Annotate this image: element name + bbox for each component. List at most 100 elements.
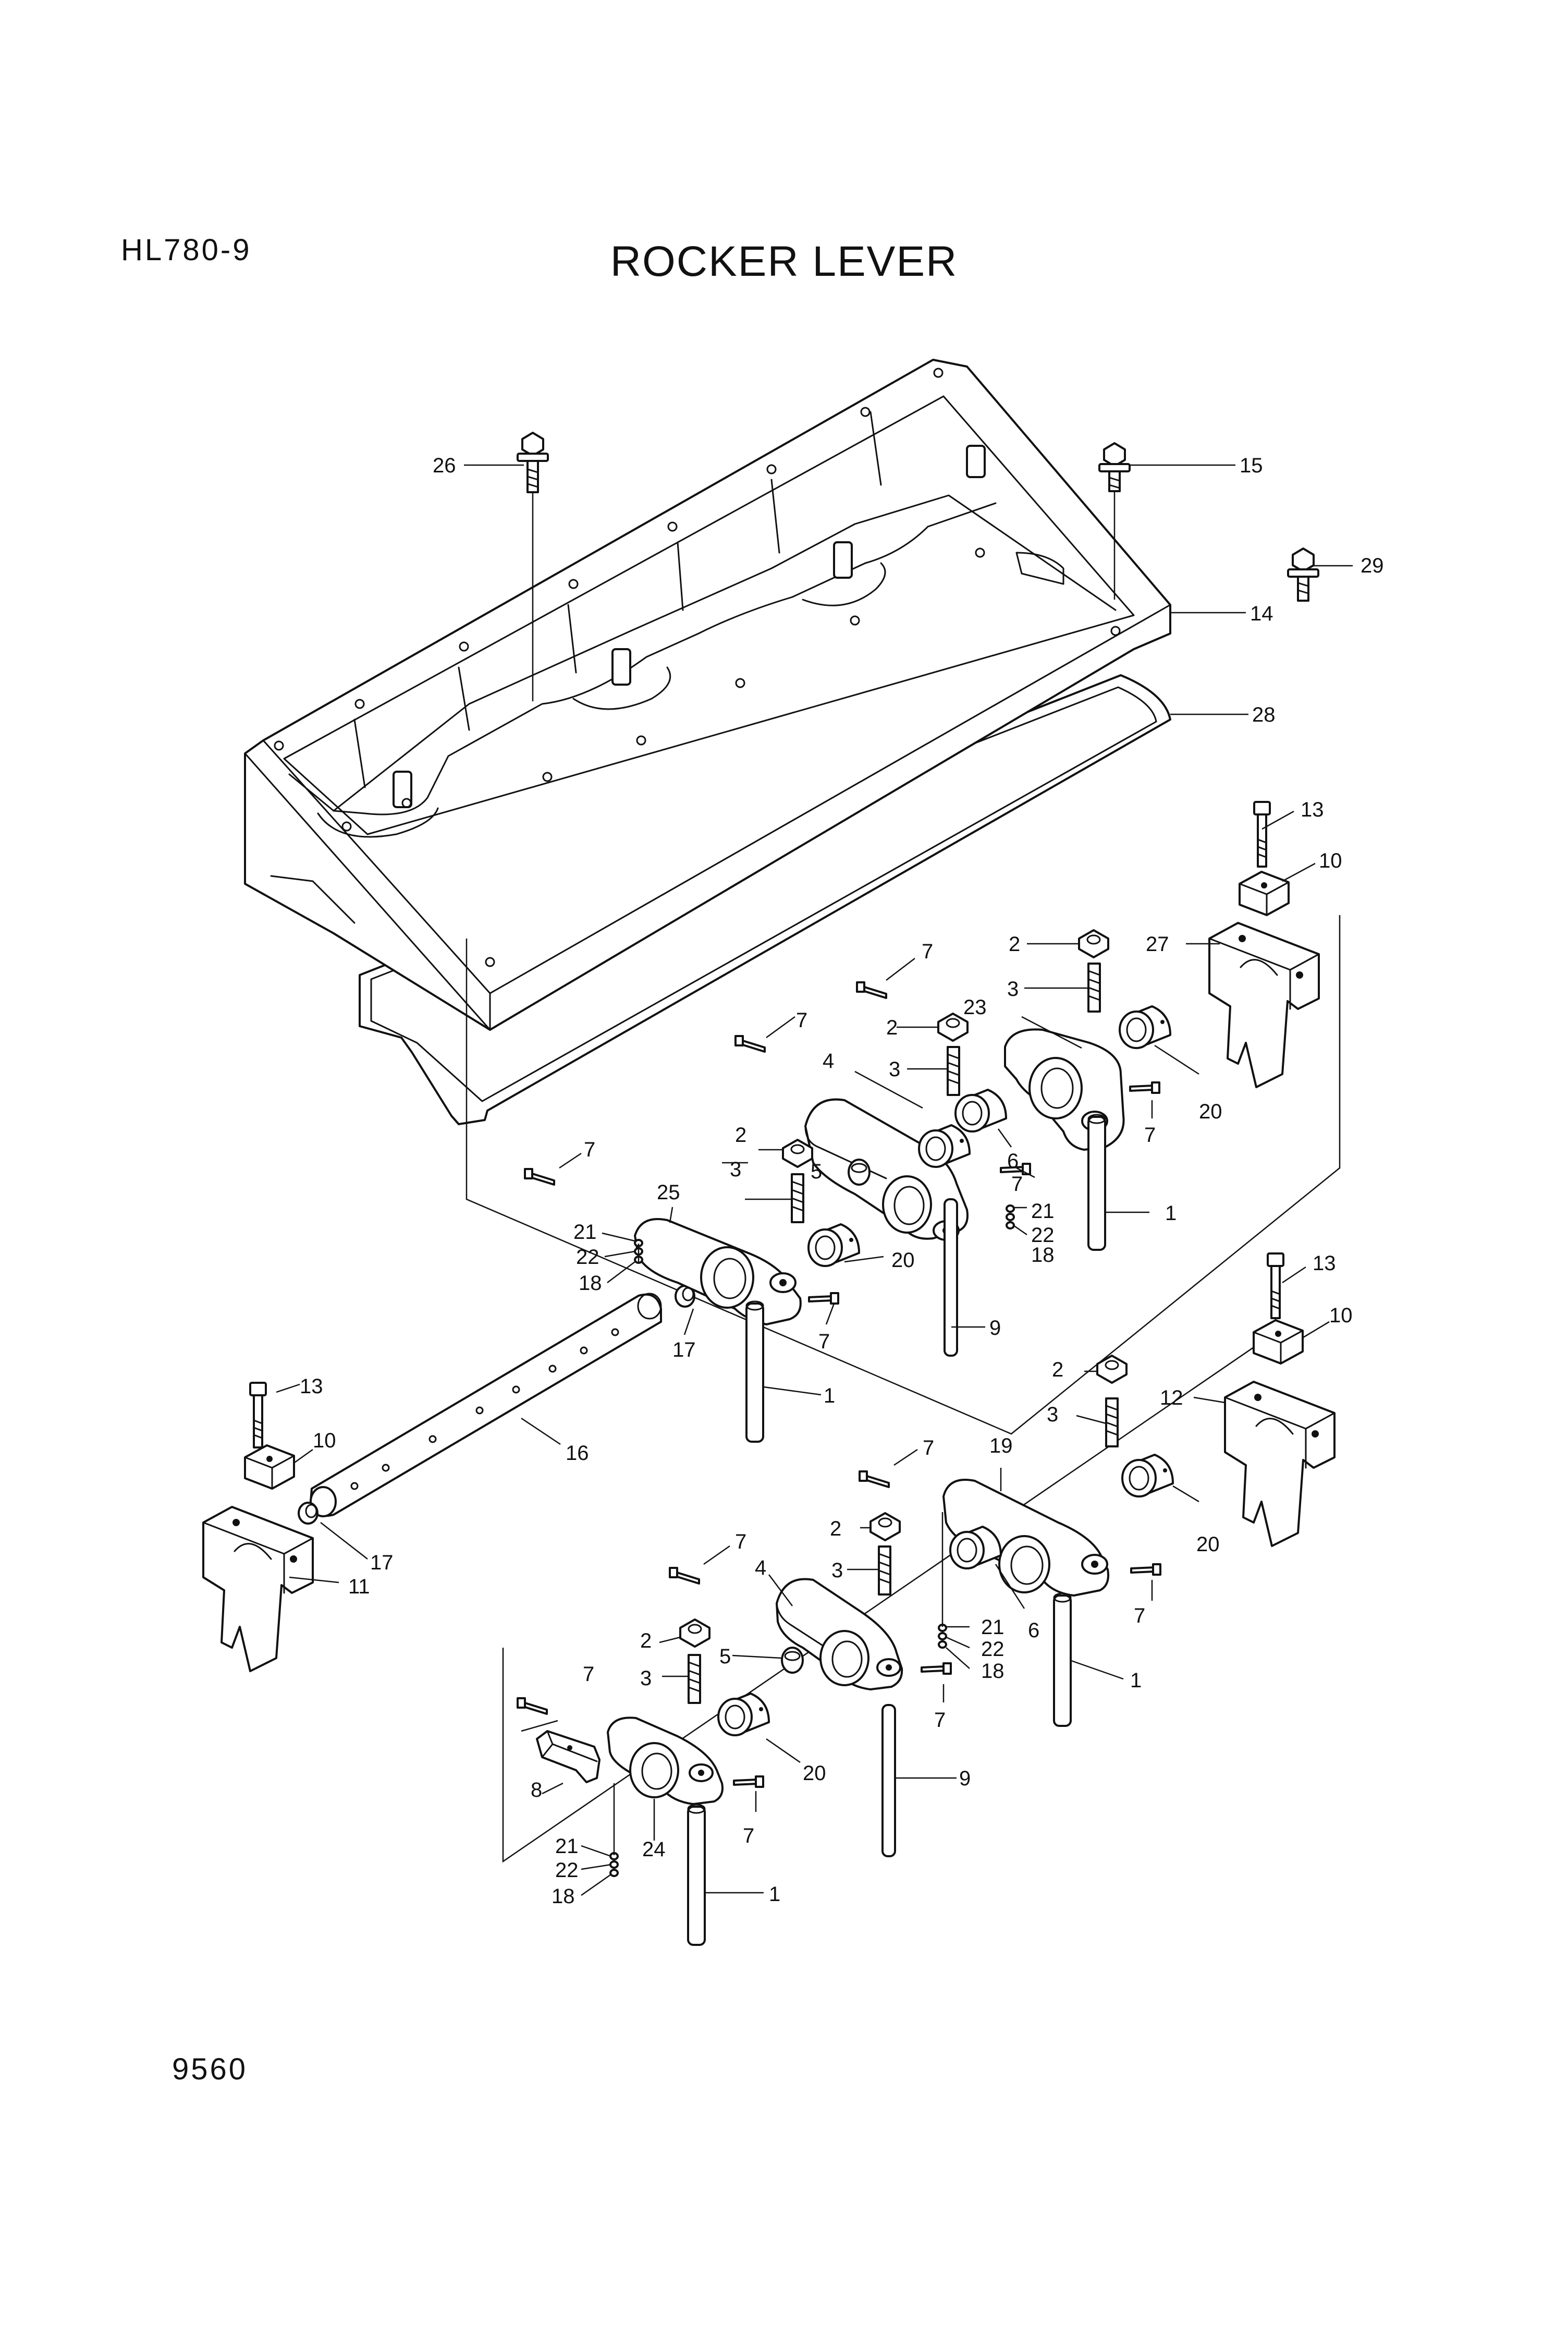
callout-3-f: 3 [640,1667,652,1690]
locknut-part-2-a [1078,929,1109,958]
leader-lines [276,464,1353,1896]
callout-15: 15 [1240,454,1263,477]
page-number: 9560 [172,2052,248,2086]
callout-18-a: 18 [1031,1244,1055,1267]
callout-3-b: 3 [889,1058,900,1081]
callout-3-d: 3 [1047,1403,1058,1426]
adjusting-screw-part-3-c [791,1173,804,1223]
bushing-part-20-d [1121,1454,1174,1497]
callout-7-g: 7 [923,1436,934,1459]
callout-21-d: 21 [555,1835,579,1858]
callout-2-b: 2 [886,1016,898,1039]
adjusting-screw-part-3-f [688,1654,701,1704]
locknut-part-2-f [679,1618,710,1648]
callout-22-d: 22 [555,1859,579,1882]
bolt-part-13-right [1267,1252,1284,1319]
callout-3-a: 3 [1007,978,1019,1001]
callout-7-b: 7 [796,1009,807,1032]
callout-5-upper: 5 [811,1160,822,1183]
cap-screw-part-15 [1098,442,1131,600]
callout-8: 8 [531,1779,542,1801]
callout-7-c: 7 [1144,1124,1156,1147]
model-number: HL780-9 [121,233,252,267]
locknut-part-2-b [937,1013,969,1042]
bushing-part-20-c [807,1223,860,1267]
rocker-shaft-part-16 [310,1293,662,1517]
adjusting-screw-part-3-e [878,1545,891,1596]
cap-screw-part-29 [1287,547,1319,602]
rocker-pedestal-part-12 [1224,1381,1336,1547]
rocker-pedestal-part-27 [1208,922,1320,1088]
callout-3-c: 3 [730,1158,741,1181]
push-tube-part-1-b [745,1300,764,1443]
locknut-part-2-c [782,1139,813,1168]
callout-2-a: 2 [1009,933,1020,956]
callout-4-lower: 4 [755,1556,766,1579]
callout-29: 29 [1361,554,1384,577]
callout-17-b: 17 [370,1551,394,1574]
callout-22-c: 22 [981,1638,1005,1661]
locknut-part-2-e [869,1512,901,1541]
callout-labels: 26 15 29 14 28 13 10 27 2 3 7 2 23 3 7 4… [300,454,1384,1908]
callout-7-f: 7 [818,1330,830,1353]
callout-20-a: 20 [1199,1100,1222,1123]
callout-22-b: 22 [576,1246,599,1269]
callout-9-upper: 9 [989,1317,1001,1340]
callout-7-j: 7 [934,1709,946,1732]
callout-2-e: 2 [830,1517,841,1540]
callout-7-h: 7 [1134,1604,1145,1627]
callout-18-b: 18 [579,1272,602,1295]
rocker-lever-part-24 [607,1716,724,1805]
socket-part-5-upper [848,1159,871,1186]
rocker-lever-part-25 [634,1218,802,1325]
callout-7-d: 7 [1011,1173,1023,1196]
callout-5-lower: 5 [719,1645,731,1668]
locknut-part-2-d [1096,1355,1128,1384]
callout-4-upper: 4 [823,1050,834,1073]
push-tube-part-1-a [1087,1114,1106,1251]
screw-part-7-set [517,981,1161,1788]
rocker-lever-part-4-lower [776,1578,903,1690]
callout-13-upper: 13 [1301,798,1324,821]
housing-bolt-holes [274,368,1121,967]
callout-10-right: 10 [1329,1304,1353,1327]
cap-screw-part-26 [517,432,549,701]
callout-22-a: 22 [1031,1224,1055,1247]
callout-1-b: 1 [824,1384,835,1407]
callout-1-c: 1 [1130,1669,1142,1692]
plug-part-17-end [298,1502,318,1525]
callout-12: 12 [1160,1386,1183,1409]
gasket-part-28 [359,674,1171,1125]
bolt-part-13-left [249,1382,267,1448]
callout-20-b: 20 [891,1249,915,1272]
callout-11: 11 [348,1575,370,1598]
rocker-housing-part-14 [244,359,1171,1031]
clamp-part-10-left [244,1444,295,1490]
callout-25: 25 [657,1181,680,1204]
callout-21-b: 21 [573,1221,597,1244]
bushing-part-6-lower [949,1526,1002,1569]
callout-2-c: 2 [735,1124,746,1147]
callout-21-c: 21 [981,1616,1005,1639]
adjusting-screw-part-3-d [1105,1397,1119,1447]
callout-2-d: 2 [1052,1358,1063,1381]
adjusting-screw-part-3-a [1087,963,1101,1013]
callout-7-k: 7 [583,1663,594,1686]
bolt-part-13-upper [1253,801,1271,868]
callout-13-left: 13 [300,1375,323,1398]
callout-19: 19 [989,1434,1013,1457]
upper-assembly-frame [466,915,1341,1435]
oring-stack-parts-21-22-18 [609,1204,1015,1877]
callout-7-e: 7 [584,1138,595,1161]
callout-13-right: 13 [1313,1252,1336,1275]
push-tube-part-1-c [1053,1592,1072,1727]
clamp-part-10-upper [1239,871,1290,916]
push-tube-part-1-d [687,1804,706,1946]
rocker-part-8 [536,1730,601,1783]
callout-28: 28 [1252,703,1276,726]
callout-27: 27 [1146,933,1169,956]
rocker-lever-part-19 [942,1479,1109,1597]
adjusting-screw-part-3-b [947,1046,960,1096]
